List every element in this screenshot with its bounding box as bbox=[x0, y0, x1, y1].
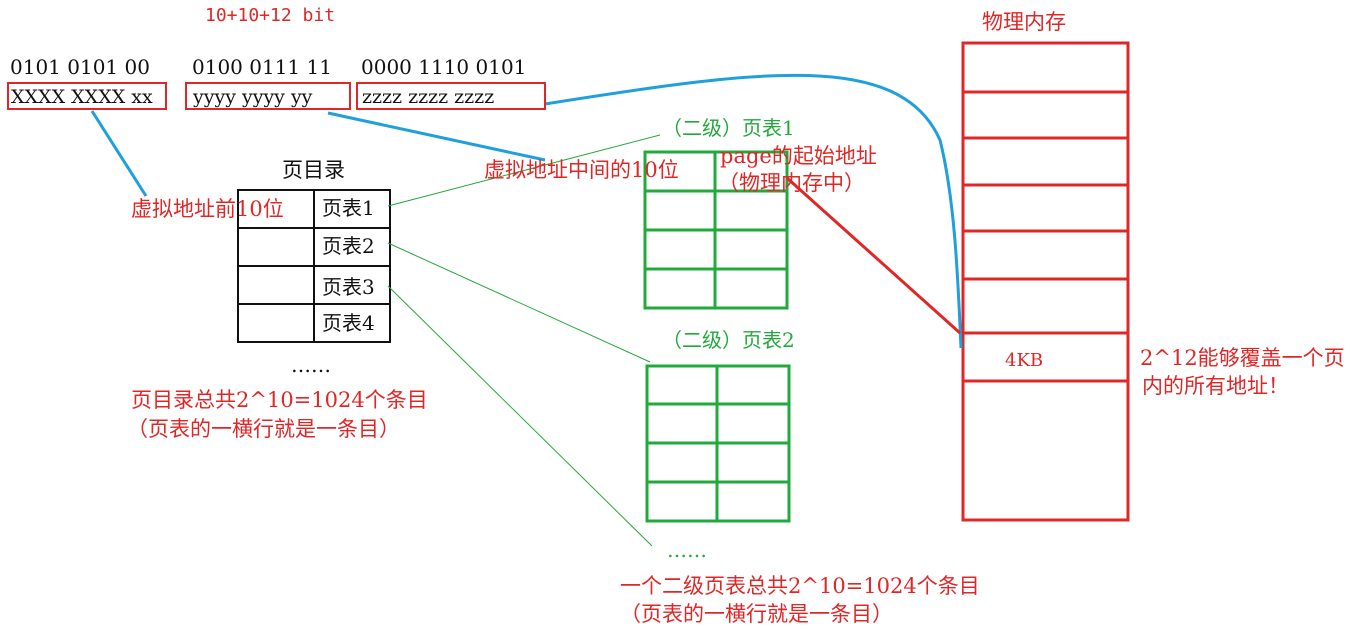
field-connectors bbox=[90, 73, 963, 349]
page-start-label-line1: page的起始地址 bbox=[720, 144, 877, 168]
physical-memory-title: 物理内存 bbox=[982, 10, 1066, 34]
table-field-box: yyyy yyyy yy bbox=[185, 82, 351, 110]
bit-split-title: 10+10+12 bit bbox=[205, 5, 336, 26]
page-directory-row: 页表1 bbox=[322, 196, 375, 220]
physical-memory-grid bbox=[961, 41, 1130, 522]
page-table-1-title: （二级）页表1 bbox=[662, 116, 795, 140]
page-start-label-line2: （物理内存中） bbox=[718, 171, 865, 195]
offset-field: zzzz zzzz zzzz bbox=[362, 86, 495, 108]
page-table-2-title: （二级）页表2 bbox=[662, 328, 795, 352]
page-directory-note-line1: 页目录总共2^10=1024个条目 bbox=[131, 388, 428, 412]
directory-to-table-connectors bbox=[387, 134, 661, 547]
page-start-connector bbox=[785, 176, 962, 335]
directory-bits: 0101 0101 00 bbox=[10, 55, 150, 79]
first-10-bits-label: 虚拟地址前10位 bbox=[131, 197, 284, 221]
physical-page-size: 4KB bbox=[1005, 350, 1044, 371]
page-directory-row: 页表4 bbox=[322, 311, 375, 335]
second-level-note-line1: 一个二级页表总共2^10=1024个条目 bbox=[620, 574, 980, 598]
offset-field-box: zzzz zzzz zzzz bbox=[356, 82, 546, 110]
table-bits: 0100 0111 11 bbox=[192, 55, 332, 79]
page-directory-title: 页目录 bbox=[282, 158, 345, 182]
page-directory-row: 页表3 bbox=[322, 275, 375, 299]
page-directory-note-line2: （页表的一横行就是一条目） bbox=[127, 417, 400, 441]
page-directory-row: 页表2 bbox=[322, 234, 375, 258]
offset-cover-note-line2: 内的所有地址！ bbox=[1142, 374, 1289, 398]
second-level-note-line2: （页表的一横行就是一条目） bbox=[620, 602, 893, 626]
page-table-1-grid bbox=[643, 150, 789, 310]
directory-field-box: XXXX XXXX xx bbox=[7, 82, 167, 110]
page-table-2-grid bbox=[645, 364, 791, 523]
second-level-ellipsis: …… bbox=[667, 538, 707, 562]
page-directory-grid bbox=[237, 189, 391, 343]
offset-bits: 0000 1110 0101 bbox=[361, 55, 527, 79]
middle-10-bits-label: 虚拟地址中间的10位 bbox=[484, 158, 679, 182]
directory-field: XXXX XXXX xx bbox=[11, 86, 153, 108]
page-directory-ellipsis: …… bbox=[291, 353, 331, 377]
table-field: yyyy yyyy yy bbox=[193, 86, 313, 108]
offset-cover-note-line1: 2^12能够覆盖一个页 bbox=[1140, 346, 1345, 370]
